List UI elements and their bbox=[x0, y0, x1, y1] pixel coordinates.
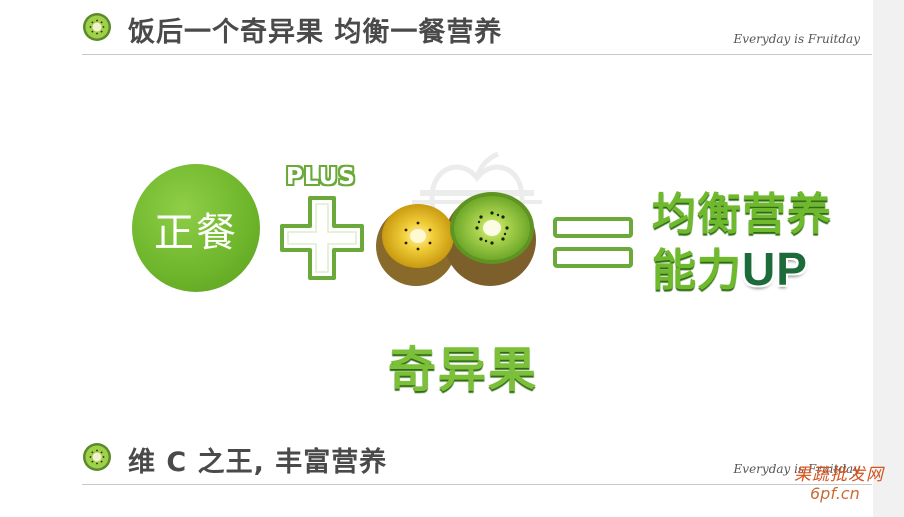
tagline-2: Everyday is Fruitday bbox=[733, 462, 860, 476]
kiwi-slice-icon bbox=[83, 443, 111, 471]
result-text: 均衡营养 能力UP bbox=[652, 178, 842, 298]
section-title-2: 维 C 之王, 丰富营养 bbox=[128, 447, 388, 478]
site-name: 果蔬批发网 bbox=[794, 465, 884, 485]
header-divider-2 bbox=[82, 484, 872, 485]
header-divider-1 bbox=[82, 54, 872, 55]
section-title-1: 饭后一个奇异果 均衡一餐营养 bbox=[128, 17, 503, 48]
meal-label: 正餐 bbox=[154, 210, 238, 256]
section-header-2: 维 C 之王, 丰富营养 Everyday is Fruitday bbox=[82, 434, 872, 485]
tagline-1: Everyday is Fruitday bbox=[733, 32, 860, 46]
site-url: 6pf.cn bbox=[810, 484, 860, 503]
kiwi-fruit-image bbox=[376, 192, 536, 286]
meal-circle: 正餐 bbox=[132, 164, 260, 292]
kiwi-slice-icon bbox=[83, 13, 111, 41]
result-line-2-text: 能力 bbox=[652, 245, 742, 296]
fruit-caption: 奇异果 bbox=[388, 342, 539, 398]
result-line-2: 能力UP bbox=[652, 234, 808, 298]
result-up-text: UP bbox=[742, 243, 808, 295]
plus-group: PLUS bbox=[276, 164, 368, 284]
result-line-1: 均衡营养 bbox=[652, 189, 832, 240]
right-gray-strip bbox=[873, 0, 904, 517]
slide-page: 饭后一个奇异果 均衡一餐营养 Everyday is Fruitday 正餐 P… bbox=[82, 4, 872, 485]
site-watermark: 果蔬批发网 6pf.cn bbox=[790, 460, 900, 512]
plus-word: PLUS bbox=[286, 164, 356, 190]
section-header-1: 饭后一个奇异果 均衡一餐营养 Everyday is Fruitday bbox=[82, 4, 872, 55]
equals-sign-icon bbox=[553, 217, 633, 268]
plus-sign-icon bbox=[280, 196, 364, 280]
